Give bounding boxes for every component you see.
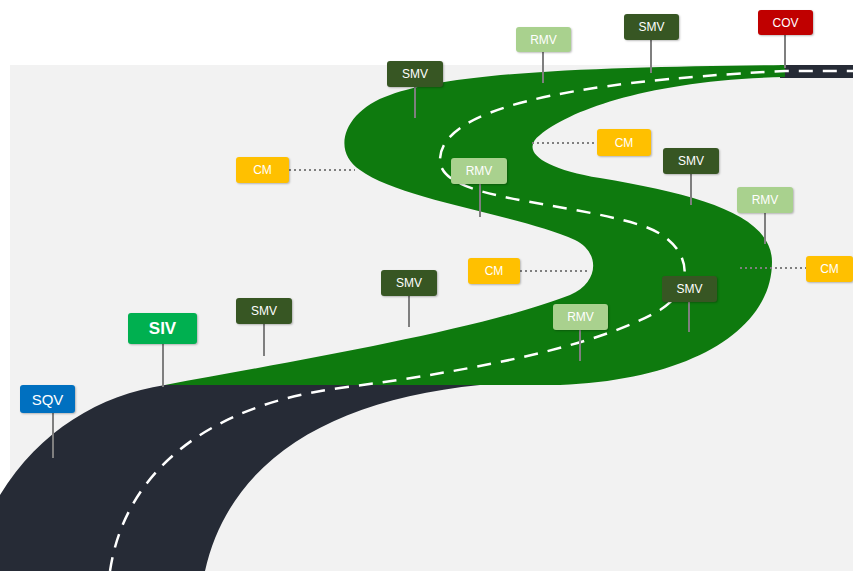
milestone-sign: RMV [553,304,608,330]
milestone-sign: RMV [516,27,571,52]
callout-sign: CM [236,157,289,183]
sign-pole [764,213,766,244]
sign-label: SIV [149,319,176,339]
milestone-sign: SMV [381,270,437,296]
sign-label: SMV [678,154,704,168]
sign-label: CM [253,163,272,177]
leader-line [740,267,806,269]
sign-pole [408,296,410,327]
callout-sign: CM [468,258,520,284]
sign-label: SMV [396,276,422,290]
sign-pole [52,413,54,458]
sign-pole [542,52,544,83]
sign-label: SQV [32,391,64,408]
sign-label: CM [485,264,504,278]
sign-label: SMV [676,282,702,296]
sign-label: COV [772,16,798,30]
sign-pole [690,174,692,205]
leader-line [289,169,355,171]
leader-lines [289,143,806,271]
road-highlight [165,65,785,385]
leader-line [520,270,588,272]
milestone-sign: SMV [663,148,719,174]
milestone-sign: SMV [624,14,679,40]
sign-pole [688,302,690,332]
start-sign: SQV [20,385,75,413]
leader-line [532,142,597,144]
sign-label: SMV [402,67,428,81]
end-sign: COV [758,10,813,35]
milestone-sign: RMV [451,158,507,184]
road-centerline [110,71,853,571]
sign-label: RMV [466,164,493,178]
callout-sign: CM [597,129,651,156]
callout-sign: CM [806,256,853,282]
milestone-sign: SMV [387,61,443,87]
road-near [0,385,480,571]
sign-pole [650,40,652,73]
sign-poles [53,35,785,458]
sign-label: SMV [251,304,277,318]
sign-label: RMV [530,33,557,47]
road-far [780,65,853,78]
sign-label: CM [820,262,839,276]
sign-pole [162,344,164,387]
stage-sign: SIV [128,313,197,344]
sign-pole [579,330,581,361]
sign-label: SMV [638,20,664,34]
sign-pole [479,184,481,217]
milestone-sign: SMV [236,298,292,324]
sign-pole [263,324,265,356]
sign-pole [784,35,786,68]
sign-label: CM [615,136,634,150]
sign-pole [414,87,416,118]
milestone-sign: RMV [737,187,793,213]
sign-label: RMV [752,193,779,207]
sign-label: RMV [567,310,594,324]
milestone-sign: SMV [662,276,717,302]
